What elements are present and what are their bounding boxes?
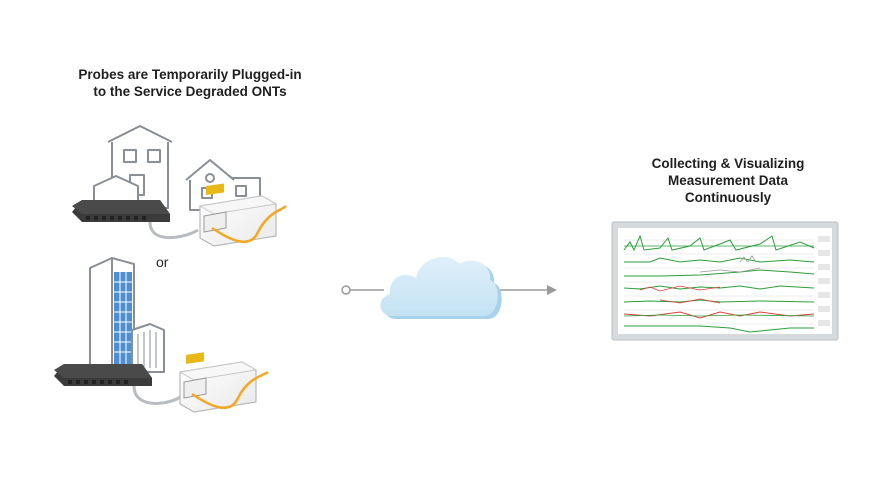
left-caption-line2: to the Service Degraded ONTs (93, 84, 287, 99)
or-label: or (156, 254, 169, 270)
left-caption: Probes are Temporarily Plugged-in to the… (40, 66, 340, 100)
house-icon (93, 125, 261, 211)
right-caption: Collecting & Visualizing Measurement Dat… (598, 155, 858, 206)
probe-device-icon (178, 352, 258, 413)
fiber-cable (211, 205, 287, 244)
right-caption-line2: Measurement Data (667, 173, 789, 188)
cloud-icon (380, 256, 502, 319)
ont-router-icon (54, 364, 152, 386)
ethernet-cable (148, 221, 199, 240)
fiber-cable (191, 370, 269, 410)
office-building-icon (89, 257, 165, 373)
arrow-icon (341, 285, 557, 295)
ont-router-icon (72, 200, 170, 222)
right-caption-line1: Collecting & Visualizing (651, 156, 805, 171)
monitor-dashboard-icon (611, 221, 839, 341)
left-caption-line1: Probes are Temporarily Plugged-in (78, 67, 302, 82)
right-caption-line3: Continuously (684, 190, 772, 205)
ethernet-cable (132, 385, 183, 405)
